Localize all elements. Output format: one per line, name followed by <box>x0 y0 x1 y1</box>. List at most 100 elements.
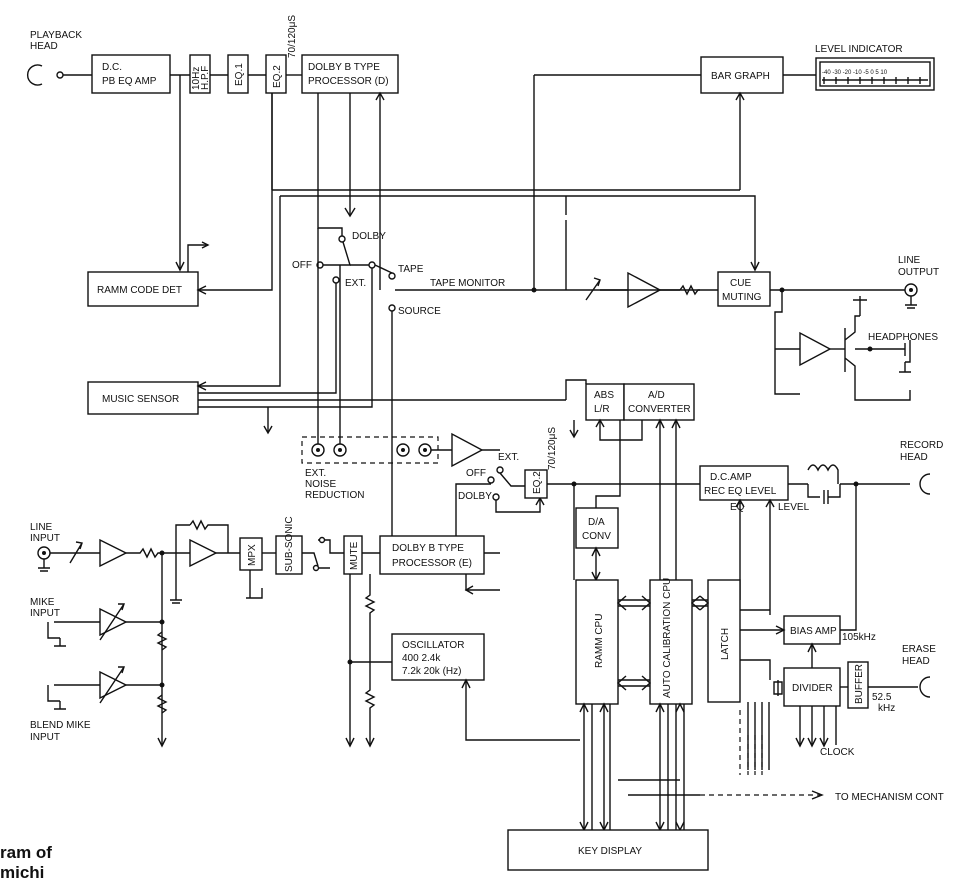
svg-text:MUTING: MUTING <box>722 292 762 303</box>
svg-text:7.2k 20k (Hz): 7.2k 20k (Hz) <box>402 666 461 677</box>
svg-text:BUFFER: BUFFER <box>854 664 865 704</box>
svg-text:10Hz: 10Hz <box>191 67 202 90</box>
svg-text:HEADPHONES: HEADPHONES <box>868 332 938 343</box>
svg-text:ram of: ram of <box>0 843 52 862</box>
da-conv: D/A CONV <box>575 507 619 549</box>
svg-text:MUSIC SENSOR: MUSIC SENSOR <box>102 394 179 405</box>
abs-lr: ABS L/R <box>585 383 625 421</box>
dolby-processor-e: DOLBY B TYPE PROCESSOR (E) <box>379 535 485 575</box>
svg-text:TO MECHANISM CONT: TO MECHANISM CONT <box>835 792 944 803</box>
svg-text:CONV: CONV <box>582 531 611 542</box>
svg-text:TAPE MONITOR: TAPE MONITOR <box>430 278 505 289</box>
svg-text:LEVEL INDICATOR: LEVEL INDICATOR <box>815 44 903 55</box>
svg-text:HEAD: HEAD <box>902 656 930 667</box>
svg-text:D.C.: D.C. <box>102 62 122 73</box>
svg-text:SOURCE: SOURCE <box>398 306 441 317</box>
svg-text:RECORD: RECORD <box>900 440 943 451</box>
eq2-bottom-block: EQ.2 70/120μS <box>524 427 558 499</box>
svg-text:105kHz: 105kHz <box>842 632 876 643</box>
eq2-top-block: EQ.2 70/120μS <box>265 15 298 94</box>
ext-noise-reduction: EXT. NOISE REDUCTION <box>301 228 500 501</box>
svg-text:52.5: 52.5 <box>872 692 892 703</box>
music-sensor: MUSIC SENSOR <box>87 381 199 415</box>
svg-text:AUTO CALIBRATION CPU: AUTO CALIBRATION CPU <box>662 578 673 698</box>
svg-text:OFF: OFF <box>466 468 486 479</box>
playback-head: PLAYBACK HEAD <box>26 30 92 86</box>
headphones-amp: HEADPHONES <box>774 290 938 401</box>
buffer-block: BUFFER <box>847 661 869 709</box>
oscillator: OSCILLATOR 400 2.4k 7.2k 20k (Hz) <box>391 633 485 681</box>
svg-text:LEVEL: LEVEL <box>778 502 810 513</box>
svg-text:MIKE: MIKE <box>30 597 55 608</box>
key-display: KEY DISPLAY <box>507 829 709 871</box>
svg-text:70/120μS: 70/120μS <box>547 427 558 470</box>
line-input: LINE INPUT <box>30 522 190 572</box>
dc-pb-eq-amp: D.C. PB EQ AMP <box>91 54 171 94</box>
svg-text:OFF: OFF <box>292 260 312 271</box>
svg-text:EQ.1: EQ.1 <box>234 63 245 86</box>
dolby-processor-d: DOLBY B TYPE PROCESSOR (D) <box>301 54 399 94</box>
svg-text:INPUT: INPUT <box>30 732 60 743</box>
svg-text:D/A: D/A <box>588 517 605 528</box>
svg-text:LATCH: LATCH <box>720 628 731 660</box>
auto-calibration-cpu: AUTO CALIBRATION CPU <box>649 578 693 705</box>
svg-text:PROCESSOR (E): PROCESSOR (E) <box>392 558 472 569</box>
svg-text:400 2.4k: 400 2.4k <box>402 653 441 664</box>
svg-text:REDUCTION: REDUCTION <box>305 490 364 501</box>
erase-head: ERASE HEAD <box>902 644 936 698</box>
svg-text:CUE: CUE <box>730 278 751 289</box>
svg-text:REC EQ LEVEL: REC EQ LEVEL <box>704 486 777 497</box>
svg-text:INPUT: INPUT <box>30 608 60 619</box>
svg-text:TAPE: TAPE <box>398 264 424 275</box>
svg-text:DOLBY: DOLBY <box>458 491 492 502</box>
svg-text:OUTPUT: OUTPUT <box>898 267 939 278</box>
svg-text:EQ: EQ <box>730 502 745 513</box>
ramm-cpu: RAMM CPU <box>575 579 619 705</box>
divider-block: DIVIDER <box>773 667 841 707</box>
svg-text:kHz: kHz <box>878 703 895 714</box>
svg-text:H.P.F: H.P.F <box>200 66 211 90</box>
svg-text:MPX: MPX <box>247 544 258 566</box>
ramm-code-det: RAMM CODE DET <box>87 271 199 307</box>
subsonic-block: SUB-SONIC <box>275 516 303 575</box>
bar-graph-block: BAR GRAPH <box>700 56 784 94</box>
ad-converter: A/D CONVERTER <box>623 383 695 421</box>
dc-amp-rec: D.C.AMP REC EQ LEVEL <box>699 465 789 501</box>
svg-text:70/120μS: 70/120μS <box>287 15 298 58</box>
latch-block: LATCH <box>707 579 741 703</box>
hpf-block: 10Hz H.P.F <box>189 54 211 94</box>
svg-text:EXT.: EXT. <box>498 452 519 463</box>
output-chain <box>565 220 718 309</box>
svg-text:L/R: L/R <box>594 404 610 415</box>
svg-text:BLEND MIKE: BLEND MIKE <box>30 720 91 731</box>
svg-text:RAMM CODE DET: RAMM CODE DET <box>97 285 182 296</box>
ext-off-dolby-switch: EXT. OFF DOLBY <box>458 452 545 513</box>
svg-text:SUB-SONIC: SUB-SONIC <box>284 516 295 572</box>
svg-text:EXT.: EXT. <box>345 278 366 289</box>
svg-text:KEY DISPLAY: KEY DISPLAY <box>578 846 642 857</box>
svg-text:BIAS AMP: BIAS AMP <box>790 626 837 637</box>
svg-text:DOLBY: DOLBY <box>352 231 386 242</box>
tape-source-switch: TAPE TAPE MONITOR SOURCE <box>350 261 700 544</box>
blend-mike-input: BLEND MIKE INPUT <box>30 666 162 743</box>
svg-text:INPUT: INPUT <box>30 533 60 544</box>
svg-text:LINE: LINE <box>898 255 921 266</box>
svg-text:CONVERTER: CONVERTER <box>628 404 691 415</box>
mike-input: MIKE INPUT <box>30 597 162 647</box>
svg-text:PB EQ AMP: PB EQ AMP <box>102 76 157 87</box>
svg-text:MUTE: MUTE <box>349 541 360 570</box>
svg-text:michi: michi <box>0 863 44 882</box>
record-head: RECORD HEAD <box>900 440 943 495</box>
svg-text:-40 -30 -20 -10 -5 0 5 10: -40 -30 -20 -10 -5 0 5 10 <box>822 70 888 76</box>
svg-text:LINE: LINE <box>30 522 53 533</box>
svg-text:PLAYBACK: PLAYBACK <box>30 30 82 41</box>
level-indicator: LEVEL INDICATOR -40 -30 -20 -10 -5 0 5 1… <box>815 44 935 91</box>
svg-text:ABS: ABS <box>594 390 614 401</box>
svg-text:ERASE: ERASE <box>902 644 936 655</box>
svg-text:A/D: A/D <box>648 390 665 401</box>
svg-text:DIVIDER: DIVIDER <box>792 683 833 694</box>
svg-text:RAMM CPU: RAMM CPU <box>594 614 605 668</box>
svg-text:BAR GRAPH: BAR GRAPH <box>711 71 770 82</box>
line-output: LINE OUTPUT <box>898 255 939 309</box>
cue-muting: CUE MUTING <box>717 271 771 307</box>
